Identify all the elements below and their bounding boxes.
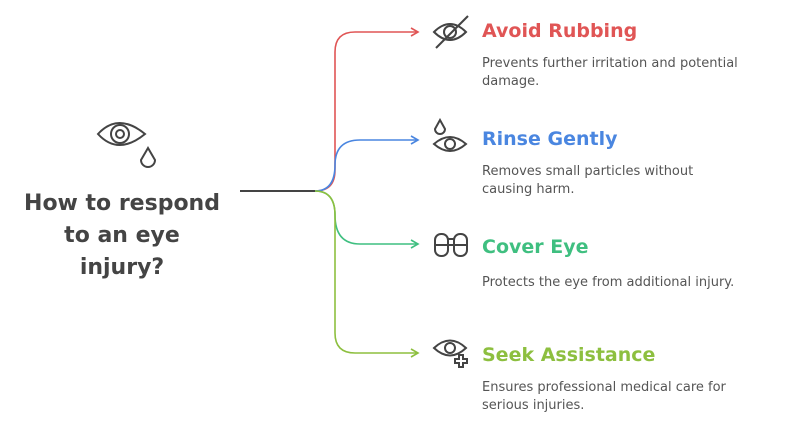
branch-line-seek-assistance [314, 190, 418, 354]
branch-description: Ensures professional medical care for se… [482, 380, 726, 413]
branch-heading-rinse-gently: Rinse Gently [482, 128, 618, 150]
branch-line-avoid-rubbing [314, 31, 418, 192]
branch-description: Prevents further irritation and potentia… [482, 56, 738, 89]
eye-drop-icon [432, 118, 468, 152]
branch-heading-seek-assistance: Seek Assistance [482, 344, 656, 366]
diagram-title: How to respond to an eye injury? [24, 191, 220, 280]
arrowhead [410, 27, 420, 37]
branch-heading-cover-eye: Cover Eye [482, 236, 589, 258]
arrowhead [410, 348, 420, 358]
goggles-icon [434, 233, 468, 257]
branch-heading-avoid-rubbing: Avoid Rubbing [482, 20, 638, 42]
arrowhead [410, 239, 420, 249]
eye-slash-icon [432, 15, 469, 49]
branch-description: Protects the eye from additional injury. [482, 275, 735, 290]
eye-tear-icon [96, 122, 157, 168]
eye-plus-icon [432, 339, 468, 368]
arrowhead [410, 135, 420, 145]
branch-line-rinse-gently [314, 139, 418, 192]
branch-description: Removes small particles without causing … [482, 164, 694, 197]
